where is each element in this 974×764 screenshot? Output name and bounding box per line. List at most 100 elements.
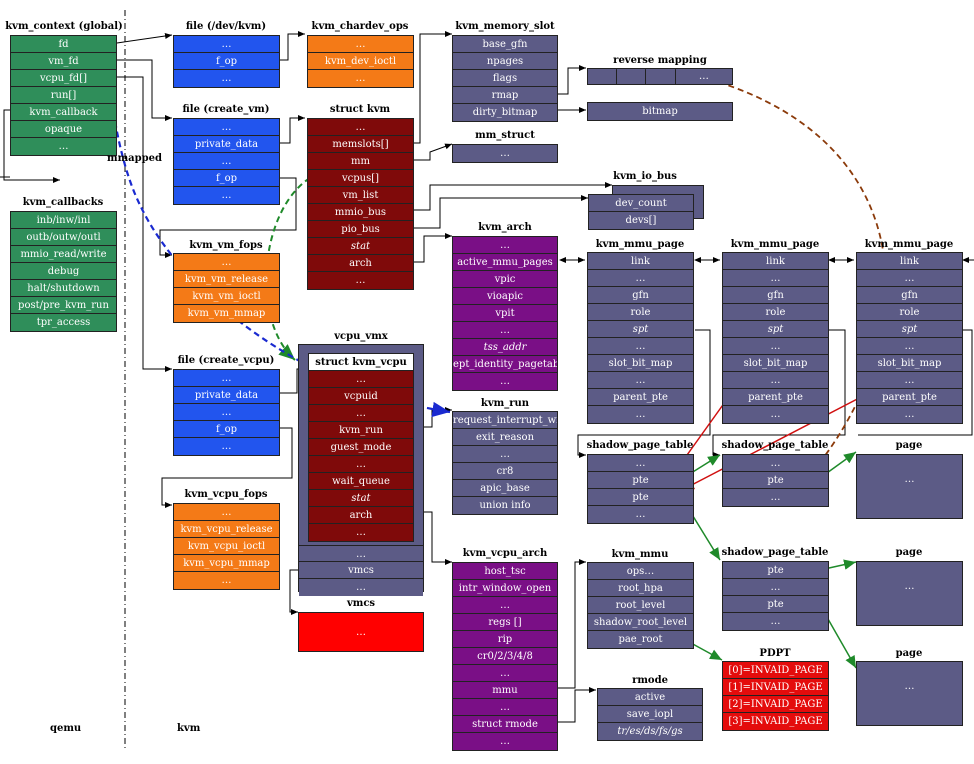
arrow-mmio-bus	[414, 182, 612, 211]
struct-kvm-title: struct kvm	[329, 104, 391, 115]
kvm-vcpu-row: guest_mode	[309, 439, 413, 456]
kvm-mmu-page-row: …	[723, 372, 828, 389]
kvm-mmu-page-row: spt	[857, 321, 962, 338]
struct-kvm-vcpu-box: struct kvm_vcpu … vcpuid … kvm_run guest…	[308, 353, 414, 542]
pdpt-title: PDPT	[759, 648, 791, 659]
kvm-arch-title: kvm_arch	[478, 222, 532, 233]
struct-kvm-row: mmio_bus	[308, 204, 413, 221]
kvm-arch-row: tss_addr	[453, 339, 557, 356]
kvm-context-row: …	[11, 138, 116, 155]
kvm-run-row: apic_base	[453, 480, 557, 497]
kvm-mmu-page-row: …	[588, 270, 693, 287]
arrow-rmode	[558, 687, 596, 723]
bitmap-row: bitmap	[588, 103, 732, 120]
kvm-chardev-ops-row: …	[308, 70, 413, 87]
kvm-mmu-row: root_level	[588, 597, 693, 614]
kvm-memory-slot-row: rmap	[453, 87, 557, 104]
kvm-vm-fops-row: kvm_vm_release	[174, 271, 279, 288]
kvm-run-row: request_interrupt_window	[453, 412, 557, 429]
kvm-mmu-page-row: slot_bit_map	[723, 355, 828, 372]
kvm-mmu-row: pae_root	[588, 631, 693, 648]
bitmap-box: bitmap	[587, 102, 733, 121]
shadow-page-table-row: …	[723, 579, 828, 596]
page-1-box: …	[856, 454, 963, 519]
kvm-vm-fops-row: kvm_vm_ioctl	[174, 288, 279, 305]
kvm-mmu-title: kvm_mmu	[611, 549, 669, 560]
vcpu-vmx-row: vmcs	[299, 562, 423, 579]
kvm-io-bus-row: dev_count	[589, 195, 693, 212]
kvm-run-row: union info	[453, 497, 557, 514]
kvm-mmu-page-row: link	[588, 253, 693, 270]
kvm-mmu-page-row: …	[588, 406, 693, 423]
struct-kvm-vcpu-title: struct kvm_vcpu	[309, 354, 413, 371]
reverse-mapping-box: …	[587, 68, 733, 85]
kvm-arch-row: vioapic	[453, 288, 557, 305]
kvm-context-row: fd	[11, 36, 116, 53]
kvm-callbacks-row: tpr_access	[11, 314, 116, 331]
struct-kvm-row: arch	[308, 255, 413, 272]
kvm-mmu-page-row: …	[588, 338, 693, 355]
reverse-mapping-cell	[646, 69, 676, 84]
vmcs-title: vmcs	[346, 598, 376, 609]
reverse-mapping-cell: …	[698, 71, 709, 82]
kvm-mmu-row: root_hpa	[588, 580, 693, 597]
file-create-vm-row: …	[174, 153, 279, 170]
kvm-chardev-ops-title: kvm_chardev_ops	[311, 21, 409, 32]
arrow-memslots	[414, 31, 452, 144]
pdpt-row: [2]=INVAID_PAGE	[723, 696, 828, 713]
kvm-mmu-page-row: …	[723, 338, 828, 355]
kvm-memory-slot-box: base_gfn npages flags rmap dirty_bitmap	[452, 35, 558, 122]
kvm-callbacks-box: inb/inw/inl outb/outw/outl mmio_read/wri…	[10, 211, 117, 332]
mm-struct-title: mm_struct	[475, 130, 535, 141]
kvm-mmu-page-row: link	[723, 253, 828, 270]
struct-kvm-box: … memslots[] mm vcpus[] vm_list mmio_bus…	[307, 118, 414, 290]
kvm-vcpu-row: arch	[309, 507, 413, 524]
arrow-mm	[414, 143, 453, 161]
file-create-vcpu-row: f_op	[174, 421, 279, 438]
kvm-vm-fops-title: kvm_vm_fops	[189, 240, 263, 251]
kvm-vcpu-row: …	[309, 371, 413, 388]
kvm-run-title: kvm_run	[480, 398, 530, 409]
kvm-memory-slot-row: flags	[453, 70, 557, 87]
kvm-mmu-page-2-box: link … gfn role spt … slot_bit_map … par…	[722, 252, 829, 424]
kvm-context-row: opaque	[11, 121, 116, 138]
shadow-page-table-row: pte	[588, 472, 693, 489]
shadow-page-table-row: pte	[723, 596, 828, 613]
shadow-page-table-2-box: … pte …	[722, 454, 829, 507]
file-create-vcpu-row: …	[174, 438, 279, 455]
kvm-vm-fops-box: … kvm_vm_release kvm_vm_ioctl kvm_vm_mma…	[173, 253, 280, 323]
kvm-callbacks-title: kvm_callbacks	[22, 197, 104, 208]
mm-struct-box: …	[452, 144, 558, 163]
kvm-io-bus-title: kvm_io_bus	[613, 171, 677, 182]
kvm-mmu-page-row: role	[857, 304, 962, 321]
kvm-run-row: exit_reason	[453, 429, 557, 446]
kvm-chardev-ops-box: … kvm_dev_ioctl …	[307, 35, 414, 88]
arrow-rmap	[558, 65, 586, 95]
page-2-box: …	[856, 561, 963, 626]
arrow-vmcs	[289, 569, 298, 615]
kvm-arch-row: …	[453, 373, 557, 390]
struct-kvm-row: vcpus[]	[308, 170, 413, 187]
kvm-mmu-box: ops… root_hpa root_level shadow_root_lev…	[587, 562, 694, 649]
kvm-mmu-page-row: link	[857, 253, 962, 270]
kvm-vcpu-row: …	[309, 405, 413, 422]
kvm-mmu-page-row: …	[723, 406, 828, 423]
kvm-mmu-row: ops…	[588, 563, 693, 580]
kvm-run-row: cr8	[453, 463, 557, 480]
rmode-row: tr/es/ds/fs/gs	[598, 723, 702, 740]
file-create-vcpu-title: file (create_vcpu)	[177, 355, 275, 366]
kvm-chardev-ops-row: kvm_dev_ioctl	[308, 53, 413, 70]
arrow-vcpufd-to-file-create-vcpu	[117, 76, 172, 372]
shadow-page-table-3-title: shadow_page_table	[721, 547, 829, 558]
file-dev-kvm-box: … f_op …	[173, 35, 280, 88]
kvm-run-box: request_interrupt_window exit_reason … c…	[452, 411, 558, 515]
kvm-arch-row: ept_identity_pagetable	[453, 356, 557, 373]
kvm-vcpu-arch-row: regs []	[453, 614, 557, 631]
kvm-mmu-page-row: role	[588, 304, 693, 321]
kvm-vm-fops-row: kvm_vm_mmap	[174, 305, 279, 322]
kvm-mmu-page-row: role	[723, 304, 828, 321]
qemu-label: qemu	[50, 723, 82, 734]
kvm-memory-slot-row: npages	[453, 53, 557, 70]
struct-kvm-row: stat	[308, 238, 413, 255]
kvm-mmu-page-row: slot_bit_map	[857, 355, 962, 372]
